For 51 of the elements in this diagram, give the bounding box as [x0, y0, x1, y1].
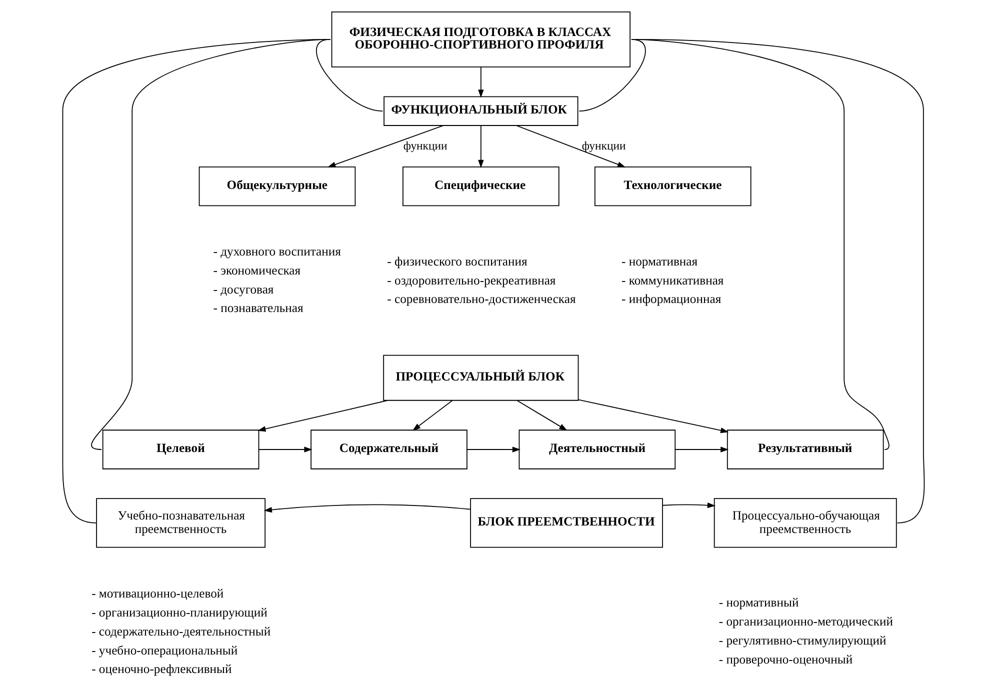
- arrow: [577, 399, 728, 434]
- arrow: [478, 125, 484, 168]
- node-box: БЛОК ПРЕЕМСТВЕННОСТИ: [470, 498, 662, 548]
- node-label: - досуговая: [212, 282, 274, 296]
- arrow: [257, 400, 388, 432]
- arrow: [258, 446, 312, 452]
- edge-label: функции: [581, 139, 626, 152]
- node-label: - проверочно-оценочный: [718, 652, 852, 666]
- node-box: Специфические: [402, 166, 559, 206]
- node-label: - физического воспитания: [386, 254, 527, 268]
- node-label: - мотивационно-целевой: [91, 586, 224, 600]
- node-label: - организационно-планирующий: [91, 605, 267, 620]
- node-box: Целевой: [102, 430, 259, 470]
- node-box: Результативный: [726, 430, 884, 470]
- connector: [315, 38, 383, 112]
- node-box: Технологические: [594, 166, 751, 206]
- node-label: - нормативный: [718, 595, 798, 610]
- node-box: Деятельностный: [518, 430, 676, 470]
- connector: [578, 38, 646, 112]
- node-label: - познавательная: [212, 301, 303, 316]
- node-label: - оценочно-рефлексивный: [91, 662, 232, 676]
- node-box: Содержательный: [310, 430, 467, 470]
- connector: [62, 38, 330, 524]
- arrow: [263, 504, 470, 513]
- node-label: - оздоровительно-рекреативная: [386, 273, 556, 288]
- arrow: [478, 66, 484, 98]
- node-box: Общекультурные: [198, 166, 356, 206]
- arrow: [674, 446, 728, 452]
- arrow: [466, 446, 520, 452]
- node-label: - духовного воспитания: [212, 244, 340, 258]
- node-label: - информационная: [621, 292, 721, 306]
- node-label: - соревновательно-достиженческая: [386, 292, 576, 306]
- node-label: - нормативная: [621, 254, 698, 268]
- node-box: Процессуально-обучающая преемственность: [713, 498, 896, 548]
- node-box: ФИЗИЧЕСКАЯ ПОДГОТОВКА В КЛАССАХ ОБОРОННО-СПОРТИВНОГО ПРОФИЛЯ: [330, 11, 630, 68]
- arrow: [662, 502, 716, 508]
- arrow: [516, 125, 626, 168]
- arrow: [327, 125, 444, 168]
- node-label: - регулятивно-стимулирующий: [718, 633, 886, 648]
- arrow: [412, 400, 452, 431]
- node-label: - учебно-операциональный: [91, 643, 238, 658]
- node-label: - коммуникативная: [621, 273, 724, 288]
- node-box: ПРОЦЕССУАЛЬНЫЙ БЛОК: [382, 354, 578, 401]
- node-label: - организационно-методический: [718, 614, 892, 628]
- node-box: ФУНКЦИОНАЛЬНЫЙ БЛОК: [383, 96, 578, 126]
- connector: [630, 38, 924, 524]
- edge-label: функции: [402, 139, 447, 152]
- node-label: - экономическая: [212, 263, 300, 278]
- node-label: - содержательно-деятельностный: [91, 624, 270, 638]
- node-box: Учебно-познавательная преемственность: [96, 498, 266, 548]
- arrow: [516, 400, 567, 431]
